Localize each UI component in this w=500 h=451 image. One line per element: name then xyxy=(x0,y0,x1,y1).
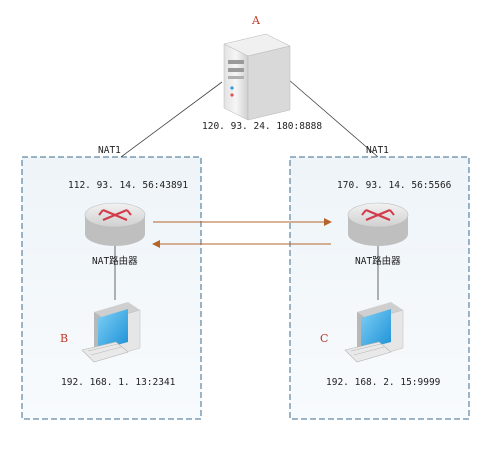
left-router-caption: NAT路由器 xyxy=(92,255,138,267)
right-router-address: 170. 93. 14. 56:5566 xyxy=(337,180,452,191)
left-client-tag: B xyxy=(60,332,68,345)
right-computer-icon xyxy=(344,302,404,363)
server-address: 120. 93. 24. 180:8888 xyxy=(202,121,322,132)
left-computer-icon xyxy=(81,302,141,363)
server-icon xyxy=(223,33,291,121)
right-router-caption: NAT路由器 xyxy=(355,255,401,267)
server-right-link xyxy=(288,79,379,158)
left-client-address: 192. 168. 1. 13:2341 xyxy=(61,377,176,388)
left-router-icon xyxy=(84,202,146,246)
server-left-link xyxy=(120,81,223,158)
right-client-address: 192. 168. 2. 15:9999 xyxy=(326,377,441,388)
right-nat-label: NAT1 xyxy=(366,145,389,156)
left-network-panel xyxy=(21,156,202,420)
right-network-panel xyxy=(289,156,470,420)
right-client-tag: C xyxy=(320,332,328,345)
left-router-address: 112. 93. 14. 56:43891 xyxy=(68,180,188,191)
server-tag: A xyxy=(251,14,261,27)
left-nat-label: NAT1 xyxy=(98,145,121,156)
right-router-icon xyxy=(347,202,409,246)
